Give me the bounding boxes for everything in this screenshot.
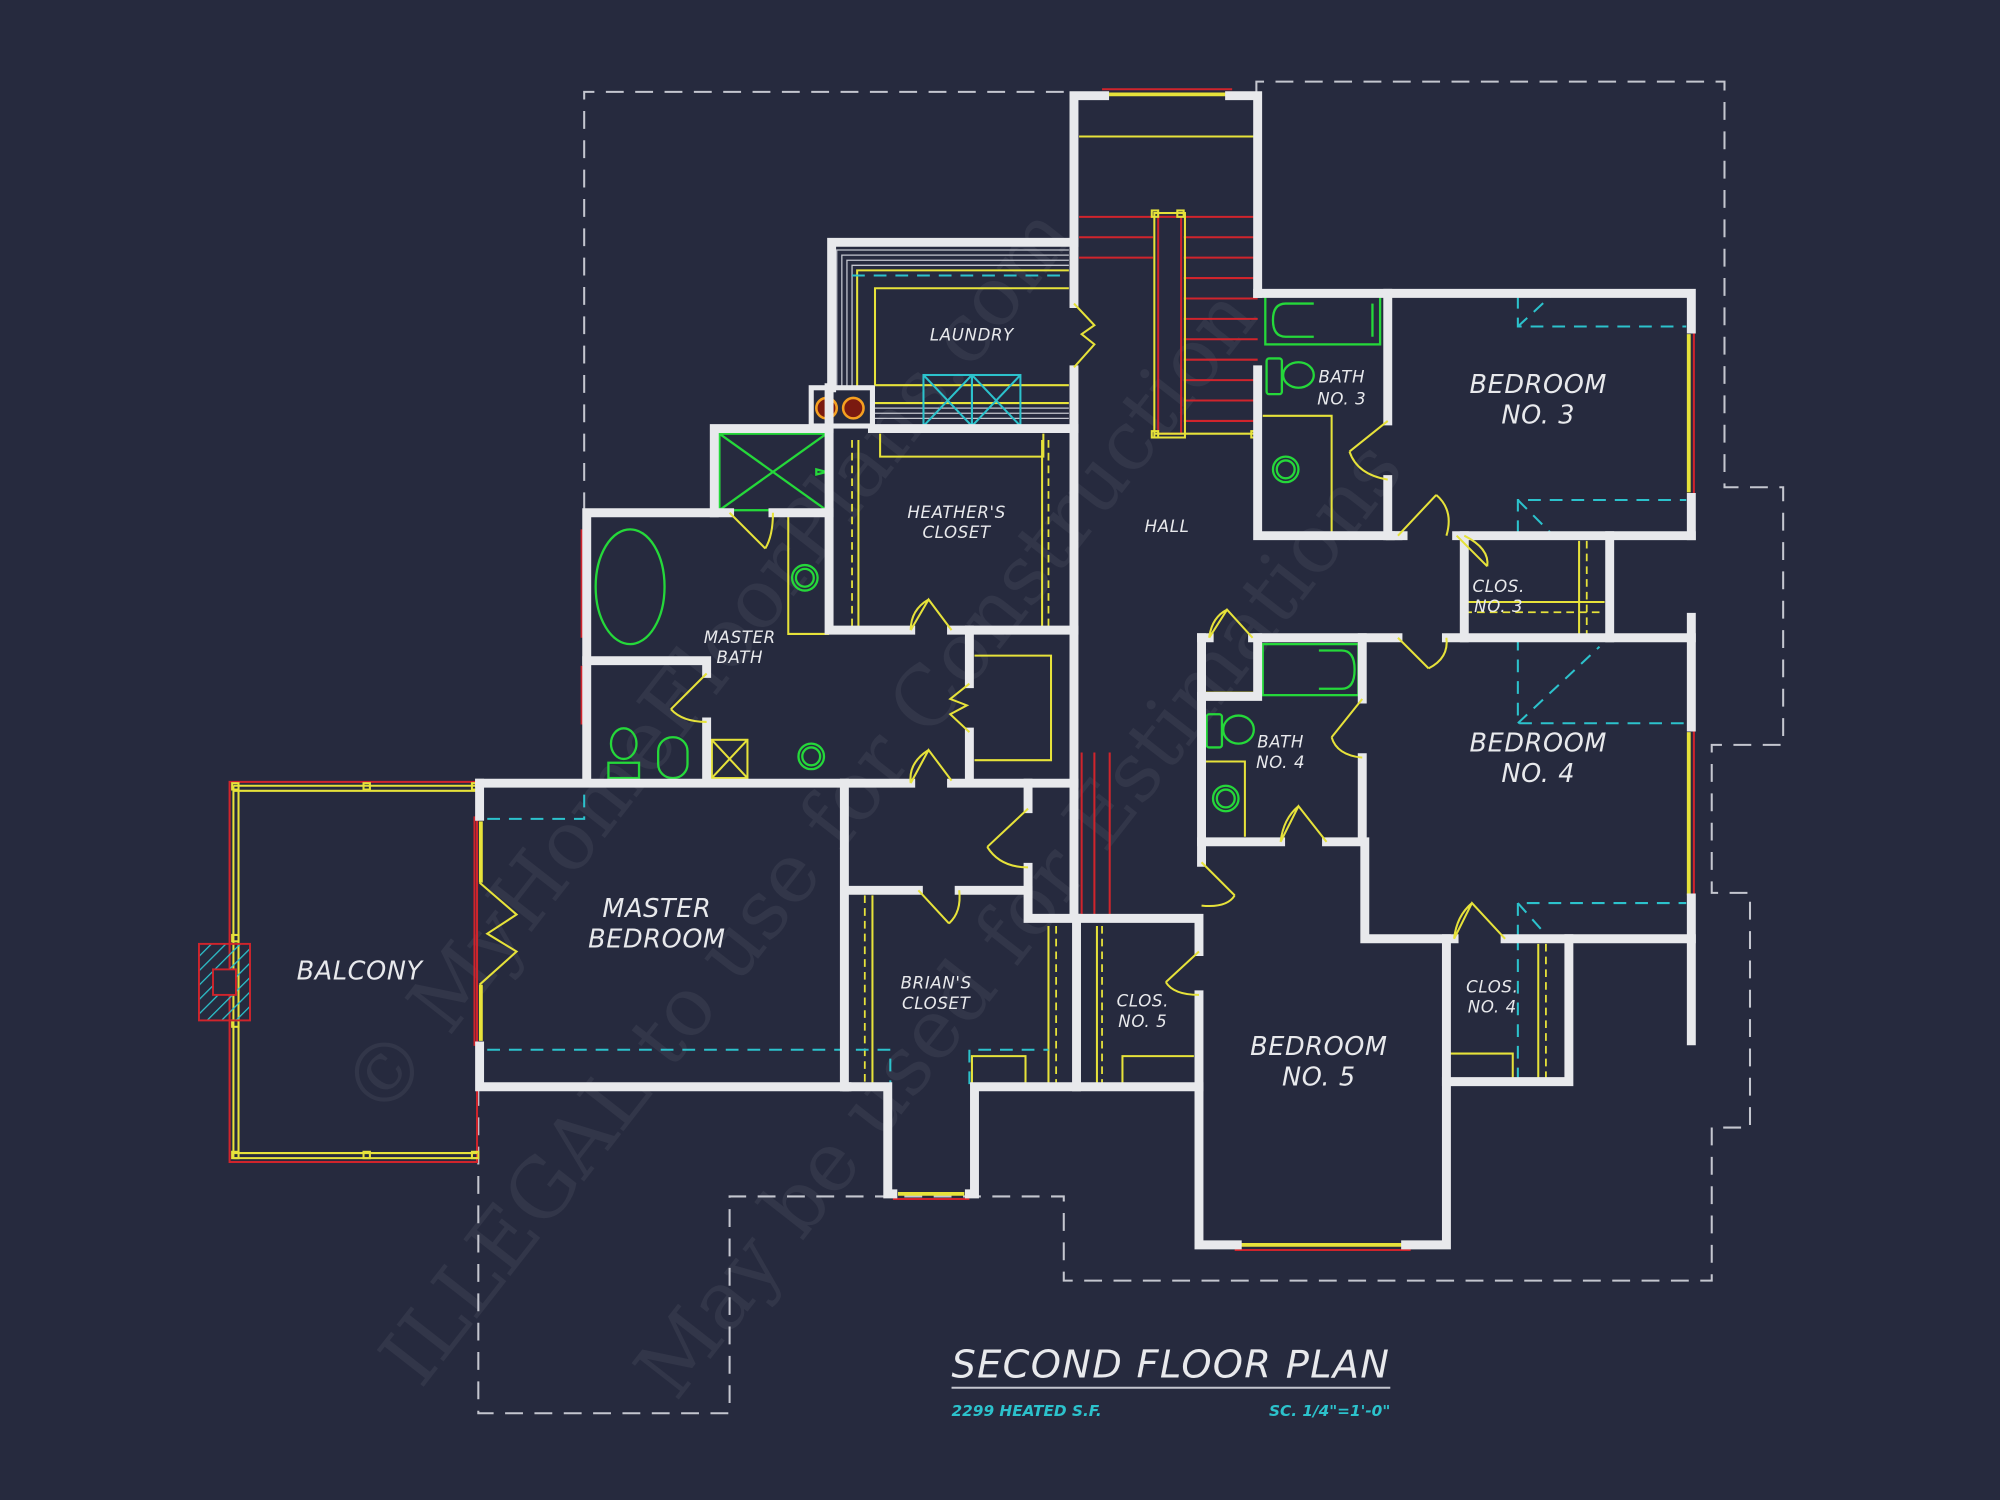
svg-text:NO. 4: NO. 4 [1256, 753, 1305, 772]
svg-text:NO. 5: NO. 5 [1282, 1062, 1356, 1092]
room-label-clos3: CLOS. [1473, 577, 1525, 596]
sink-icon [790, 563, 819, 592]
washer-dryer-icon [922, 373, 1022, 428]
casework [710, 414, 1605, 1085]
ceiling-lines [487, 295, 1687, 1085]
room-label-bedroom3: BEDROOM [1469, 370, 1607, 400]
svg-text:NO. 5: NO. 5 [1118, 1012, 1167, 1031]
svg-text:CLOSET: CLOSET [902, 994, 972, 1013]
stairs [1079, 135, 1259, 919]
room-label-hall: HALL [1145, 517, 1190, 536]
bathtub-icon [594, 528, 666, 646]
walls [475, 91, 1696, 1250]
laundry-casework [808, 249, 1069, 429]
room-label-clos5: CLOS. [1117, 991, 1169, 1010]
room-label-balcony: BALCONY [297, 957, 425, 987]
svg-text:BATH: BATH [716, 648, 763, 667]
room-label-laundry: LAUNDRY [930, 326, 1015, 345]
room-label-clos4: CLOS. [1466, 977, 1518, 996]
toilet-icon [609, 727, 638, 761]
room-label-bath4: BATH [1257, 732, 1304, 751]
svg-text:NO. 3: NO. 3 [1474, 597, 1523, 616]
room-label-heathers-closet: HEATHER'S [907, 503, 1005, 522]
plan-scale: SC. 1/4"=1'-0" [1269, 1402, 1390, 1420]
room-label-brians-closet: BRIAN'S [901, 974, 972, 993]
svg-text:NO. 4: NO. 4 [1501, 759, 1575, 789]
room-label-master-bath: MASTER [704, 628, 776, 647]
svg-text:CLOSET: CLOSET [922, 523, 992, 542]
water-heater-icon [841, 396, 865, 420]
heated-area: 2299 HEATED S.F. [952, 1402, 1102, 1420]
title-block: SECOND FLOOR PLAN 2299 HEATED S.F. SC. 1… [952, 1343, 1391, 1420]
room-label-bedroom5: BEDROOM [1250, 1032, 1388, 1062]
outline-dashed [477, 80, 1785, 1415]
doors[interactable] [478, 302, 1506, 996]
svg-text:NO. 4: NO. 4 [1468, 998, 1517, 1017]
svg-text:NO. 3: NO. 3 [1317, 389, 1366, 408]
svg-text:BEDROOM: BEDROOM [588, 925, 726, 955]
room-label-master-bedroom: MASTER [602, 894, 711, 924]
plan-title: SECOND FLOOR PLAN [952, 1343, 1391, 1388]
room-label-bath3: BATH [1319, 368, 1366, 387]
svg-text:NO. 3: NO. 3 [1501, 400, 1575, 430]
room-label-bedroom4: BEDROOM [1469, 728, 1607, 758]
room-labels: LAUNDRY BATH NO. 3 BEDROOM NO. 3 HEATHER… [297, 326, 1607, 1093]
